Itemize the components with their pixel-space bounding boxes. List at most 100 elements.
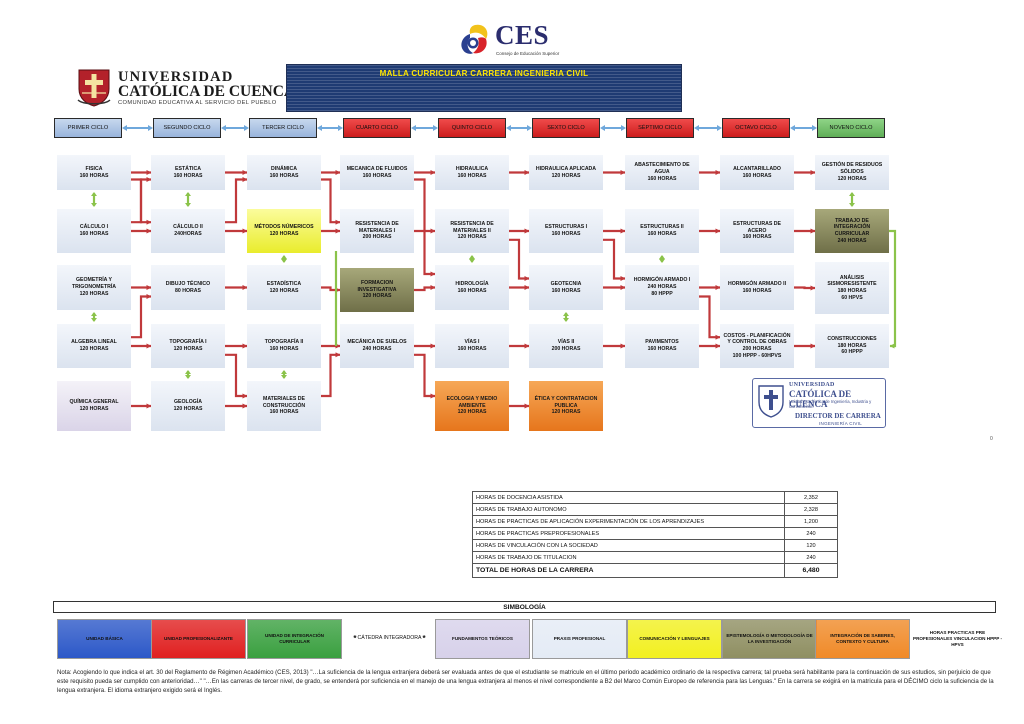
corequisite-link-head [659, 259, 665, 263]
hours-value: 2,352 [784, 491, 838, 504]
subject-hours: 80 HPPP [651, 290, 673, 297]
legend-item: FUNDAMENTOS TEÓRICOS [435, 619, 530, 659]
cycle-connector-head [694, 125, 699, 131]
subject-name: CONSTRUCCIONES [827, 335, 877, 342]
cycle-connector-head [790, 125, 795, 131]
subject-hours: 160 HORAS [269, 409, 299, 416]
hours-label: HORAS DE TRABAJO AUTONOMO [472, 503, 785, 516]
legend-item: HORAS PRACTICAS PRE PROFESIONALES VINCUL… [910, 619, 1005, 659]
hours-label: HORAS DE VINCULACIÓN CON LA SOCIEDAD [472, 539, 785, 552]
subject-hours: 160 HORAS [647, 175, 677, 182]
subject-name: ALCANTARILLADO [733, 165, 781, 172]
subject-hours: 120 HORAS [362, 293, 392, 300]
subject-name: CÁLCULO I [79, 224, 109, 231]
cycle-connector-head [411, 125, 416, 131]
corequisite-link-head [659, 255, 665, 259]
legend-label: UNIDAD PROFESIONALIZANTE [164, 635, 233, 641]
subject-hours: 160 HORAS [457, 172, 487, 179]
subject-name: ÉTICA Y CONTRATACION PUBLICA [534, 395, 598, 409]
legend-label: UNIDAD BÁSICA [86, 635, 123, 641]
subject-name: GEOTECNIA [550, 280, 582, 287]
corequisite-link-head [281, 375, 287, 379]
corequisite-link-head [469, 259, 475, 263]
subject-hours: 80 HORAS [175, 287, 201, 294]
subject-name: GEOLOGÍA [174, 399, 202, 406]
corequisite-link-head [185, 370, 191, 374]
subject-name: ANÁLISIS SISMORESISTENTE [827, 274, 877, 288]
subject-hours: 120 HORAS [551, 172, 581, 179]
corequisite-link-head [469, 255, 475, 259]
university-motto: COMUNIDAD EDUCATIVA AL SERVICIO DEL PUEB… [118, 100, 277, 106]
stamp-line1: UNIVERSIDAD [789, 382, 835, 388]
prerequisite-arrow [321, 178, 341, 225]
subject-hours: 60 HPVS [841, 294, 863, 301]
subject-name: ABASTECIMIENTO DE AGUA [634, 162, 690, 176]
stamp-line4: DIRECTOR DE CARRERA [795, 412, 881, 420]
subject-hours: 120 HORAS [457, 234, 487, 241]
prerequisite-arrow [225, 353, 248, 399]
subject-hours: 160 HORAS [79, 172, 109, 179]
subject-hours: 240 HORAS [837, 237, 867, 244]
title-banner: MALLA CURRICULAR CARRERA INGENIERIA CIVI… [286, 64, 682, 112]
ces-logo-mark-icon [461, 24, 488, 54]
subject-hours: 160 HORAS [362, 172, 392, 179]
integration-link [889, 229, 897, 349]
subject-hours: 160 HORAS [742, 287, 772, 294]
ces-subtitle: Consejo de Educación Superior [496, 51, 560, 56]
hours-total-value: 6,480 [784, 563, 838, 578]
subject-hours: 120 HORAS [457, 409, 487, 416]
subject-hours: 160 HORAS [269, 172, 299, 179]
subject-hours: 160 HORAS [647, 231, 677, 237]
subject-name: ESTRUCTURAS I [544, 224, 588, 231]
prerequisite-arrow [509, 238, 530, 281]
legend-label: COMUNICACIÓN Y LENGUAJES [639, 635, 710, 641]
corequisite-link-head [281, 259, 287, 263]
subject-name: MATERIALES DE CONSTRUCCIÓN [262, 395, 306, 409]
ces-logo: CES Consejo de Educación Superior [455, 20, 575, 60]
legend-item: *CÁTEDRA INTEGRADORA* [342, 619, 437, 659]
stamp-line2: CATÓLICA DE CUENCA [789, 389, 852, 409]
subject-name: RESISTENCIA DE MATERIALES I [355, 220, 399, 234]
stamp-line5: INGENIERÍA CIVIL [819, 421, 863, 426]
corequisite-link-head [91, 318, 97, 322]
subject-hours: 180 HORAS [837, 342, 867, 349]
subject-hours: 160 HORAS [269, 346, 299, 352]
subject-name: MECÁNICA DE SUELOS [347, 339, 407, 346]
subject-hours: 160 HORAS [551, 287, 581, 294]
university-logo: UNIVERSIDAD CATÓLICA DE CUENCA COMUNIDAD… [77, 67, 295, 109]
hours-label: HORAS DE PRACTICAS DE APLICACIÓN EXPERIM… [472, 515, 785, 528]
subject-hours: 200 HORAS [362, 234, 392, 241]
subject-name: RESISTENCIA DE MATERIALES II [450, 220, 494, 234]
subject-hours: 120 HORAS [79, 406, 109, 412]
hours-label: HORAS DE DOCENCIA ASISTIDA [472, 491, 785, 504]
legend-item: PRAXIS PROFESIONAL [532, 619, 627, 659]
subject-name: MECANICA DE FLUIDOS [346, 165, 408, 172]
subject-hours: 120 HORAS [79, 346, 109, 352]
legend-item: UNIDAD BÁSICA [57, 619, 152, 659]
hours-value: 1,200 [784, 515, 838, 528]
cycle-connector-head [506, 125, 511, 131]
hours-label: HORAS DE PRACTICAS PREPROFESIONALES [472, 527, 785, 540]
subject-name: TOPOGRAFÍA I [169, 339, 207, 346]
prerequisite-arrow [414, 285, 436, 292]
page-title: MALLA CURRICULAR CARRERA INGENIERIA CIVI… [379, 69, 589, 78]
subject-name: DIBUJO TÉCNICO [165, 280, 211, 287]
subject-name: FISICA [85, 165, 103, 172]
corequisite-link-head [849, 192, 855, 196]
